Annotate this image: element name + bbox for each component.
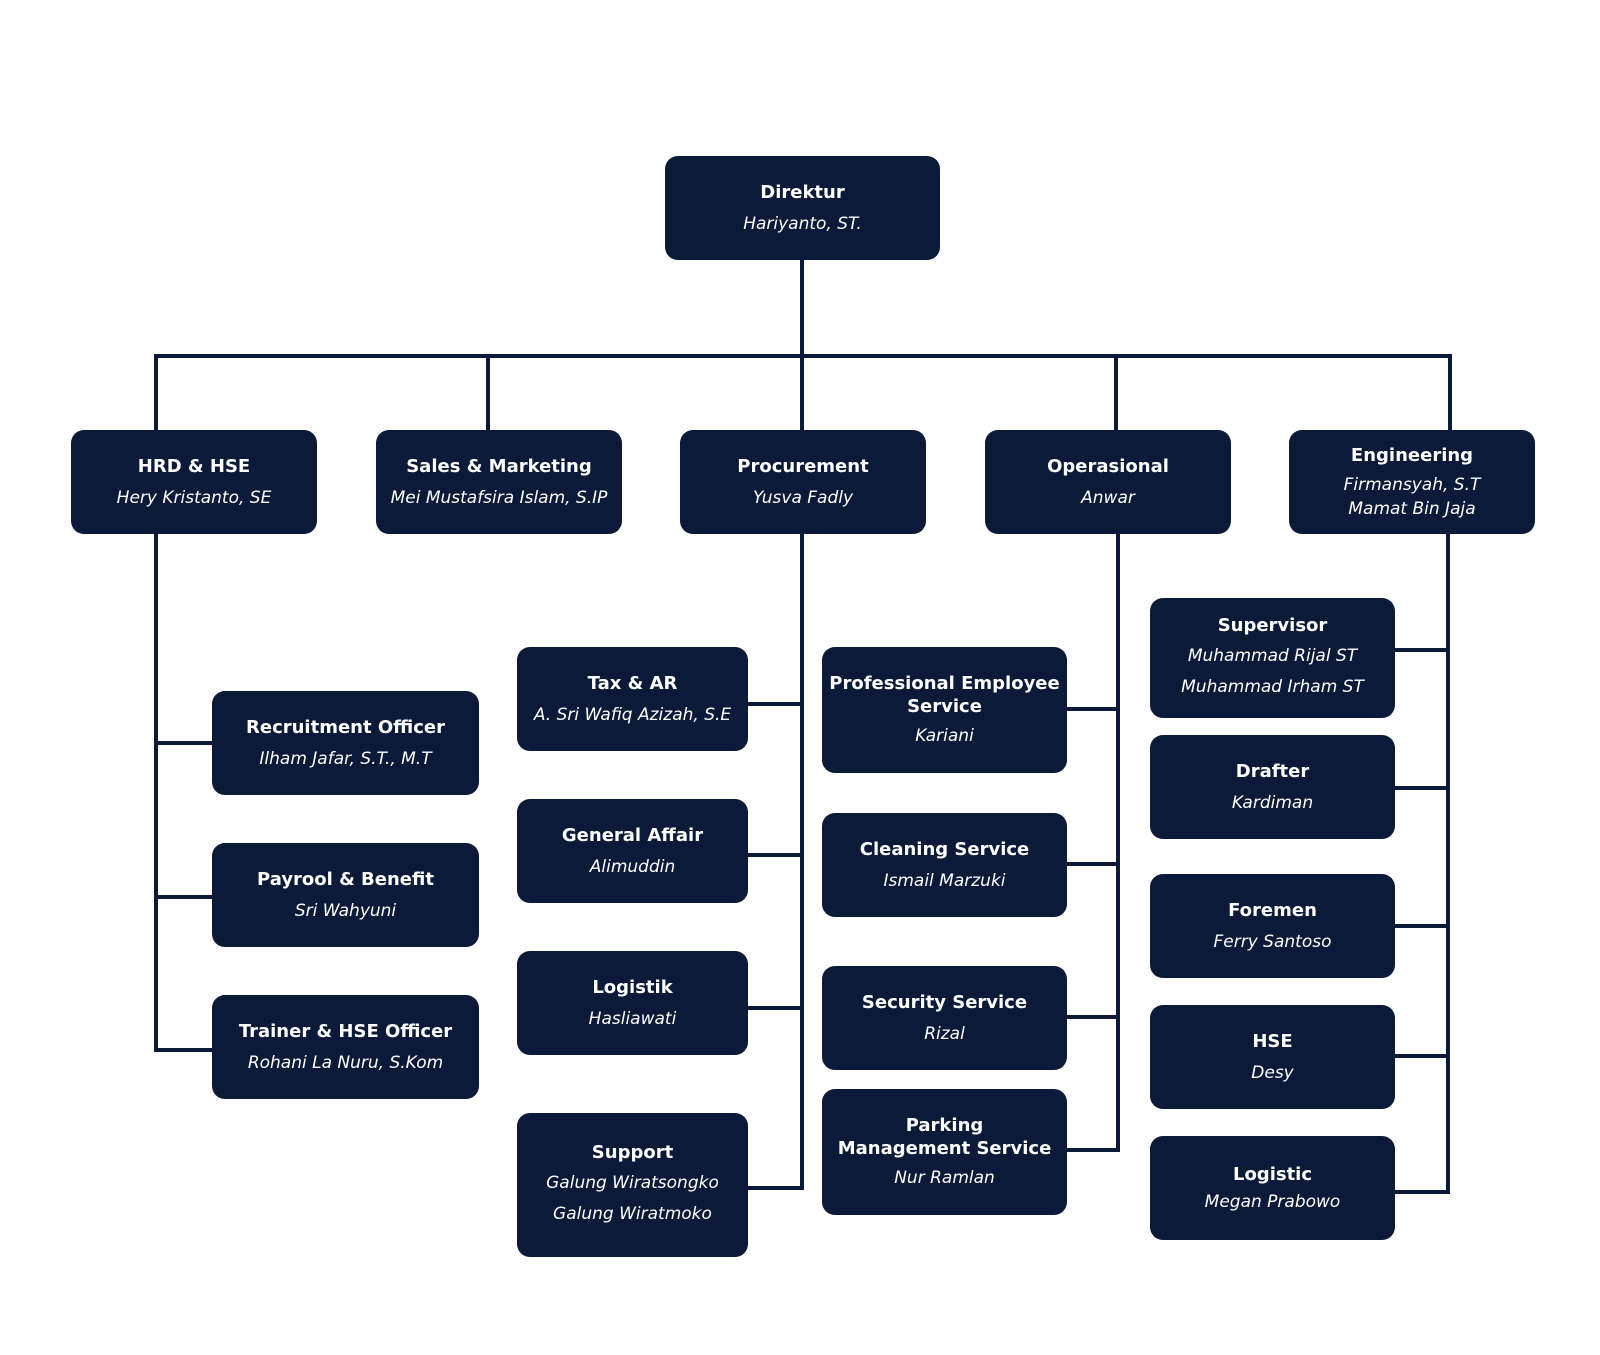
unit-title: Professional Employee Service bbox=[829, 673, 1060, 717]
dept-box-procurement: Procurement Yusva Fadly bbox=[680, 430, 926, 534]
dept-title: Operasional bbox=[1047, 455, 1169, 477]
dept-name: Mei Mustafsira Islam, S.IP bbox=[390, 487, 608, 508]
unit-names: A. Sri Wafiq Azizah, S.E bbox=[534, 703, 731, 727]
root-box-direktur: Direktur Hariyanto, ST. bbox=[665, 156, 940, 260]
unit-box-logistic: Logistic Megan Prabowo bbox=[1150, 1136, 1395, 1240]
unit-name: Rizal bbox=[924, 1023, 965, 1044]
dept-names: Mei Mustafsira Islam, S.IP bbox=[391, 486, 608, 510]
unit-names: Ferry Santoso bbox=[1214, 930, 1332, 954]
unit-box-hse: HSE Desy bbox=[1150, 1005, 1395, 1109]
dept-names: Yusva Fadly bbox=[753, 486, 853, 510]
root-name: Hariyanto, ST. bbox=[743, 213, 862, 234]
unit-name: Ferry Santoso bbox=[1213, 931, 1332, 952]
dept-box-hrd-hse: HRD & HSE Hery Kristanto, SE bbox=[71, 430, 317, 534]
dept-box-engineering: Engineering Firmansyah, S.T Mamat Bin Ja… bbox=[1289, 430, 1535, 534]
unit-box-professional-employee-service: Professional Employee Service Kariani bbox=[822, 647, 1067, 773]
unit-box-logistik: Logistik Hasliawati bbox=[517, 951, 748, 1055]
unit-box-recruitment-officer: Recruitment Officer Ilham Jafar, S.T., M… bbox=[212, 691, 479, 795]
unit-title: Cleaning Service bbox=[859, 838, 1030, 860]
unit-name: Muhammad Rijal ST bbox=[1187, 645, 1358, 666]
dept-title: Procurement bbox=[737, 455, 869, 477]
dept-names: Firmansyah, S.T Mamat Bin Jaja bbox=[1344, 473, 1481, 521]
unit-names: Ilham Jafar, S.T., M.T bbox=[259, 747, 431, 771]
dept-name: Mamat Bin Jaja bbox=[1348, 498, 1476, 519]
unit-name: Ismail Marzuki bbox=[883, 870, 1006, 891]
unit-name: A. Sri Wafiq Azizah, S.E bbox=[533, 704, 732, 725]
unit-name: Alimuddin bbox=[589, 856, 676, 877]
unit-names: Galung Wiratsongko Galung Wiratmoko bbox=[546, 1168, 719, 1230]
unit-title: Parking Management Service bbox=[837, 1115, 1052, 1159]
unit-box-parking-management-service: Parking Management Service Nur Ramlan bbox=[822, 1089, 1067, 1215]
unit-title: Support bbox=[591, 1141, 674, 1163]
unit-name: Rohani La Nuru, S.Kom bbox=[247, 1052, 444, 1073]
dept-names: Anwar bbox=[1081, 486, 1135, 510]
unit-names: Megan Prabowo bbox=[1205, 1190, 1341, 1214]
unit-name: Nur Ramlan bbox=[894, 1168, 995, 1188]
dept-name: Hery Kristanto, SE bbox=[116, 487, 272, 508]
unit-names: Nur Ramlan bbox=[894, 1166, 995, 1190]
unit-box-foremen: Foremen Ferry Santoso bbox=[1150, 874, 1395, 978]
unit-title: Logistic bbox=[1232, 1163, 1313, 1185]
unit-name: Megan Prabowo bbox=[1204, 1191, 1341, 1212]
dept-name: Anwar bbox=[1081, 487, 1135, 508]
dept-title: HRD & HSE bbox=[137, 455, 251, 477]
unit-box-security-service: Security Service Rizal bbox=[822, 966, 1067, 1070]
unit-names: Ismail Marzuki bbox=[883, 869, 1005, 893]
unit-title: Security Service bbox=[861, 991, 1028, 1013]
unit-names: Sri Wahyuni bbox=[295, 899, 396, 923]
dept-names: Hery Kristanto, SE bbox=[117, 486, 272, 510]
unit-box-tax-ar: Tax & AR A. Sri Wafiq Azizah, S.E bbox=[517, 647, 748, 751]
unit-box-drafter: Drafter Kardiman bbox=[1150, 735, 1395, 839]
unit-name: Sri Wahyuni bbox=[294, 900, 397, 921]
unit-box-supervisor: Supervisor Muhammad Rijal ST Muhammad Ir… bbox=[1150, 598, 1395, 718]
unit-name: Galung Wiratmoko bbox=[553, 1203, 712, 1224]
unit-name: Kardiman bbox=[1231, 792, 1314, 813]
unit-title: Logistik bbox=[592, 976, 673, 998]
unit-title: Tax & AR bbox=[587, 672, 678, 694]
unit-name: Desy bbox=[1251, 1062, 1294, 1083]
unit-title: Recruitment Officer bbox=[246, 716, 445, 738]
dept-name: Yusva Fadly bbox=[752, 487, 854, 508]
root-names: Hariyanto, ST. bbox=[743, 212, 862, 236]
unit-box-trainer-hse-officer: Trainer & HSE Officer Rohani La Nuru, S.… bbox=[212, 995, 479, 1099]
unit-title: Trainer & HSE Officer bbox=[238, 1020, 453, 1042]
dept-name: Firmansyah, S.T bbox=[1343, 474, 1481, 495]
unit-name: Hasliawati bbox=[588, 1008, 677, 1029]
unit-names: Rohani La Nuru, S.Kom bbox=[248, 1051, 443, 1075]
unit-box-cleaning-service: Cleaning Service Ismail Marzuki bbox=[822, 813, 1067, 917]
unit-name: Kariani bbox=[915, 726, 974, 746]
unit-box-payrool-benefit: Payrool & Benefit Sri Wahyuni bbox=[212, 843, 479, 947]
unit-title: General Affair bbox=[561, 824, 704, 846]
dept-box-operasional: Operasional Anwar bbox=[985, 430, 1231, 534]
unit-box-general-affair: General Affair Alimuddin bbox=[517, 799, 748, 903]
unit-name: Ilham Jafar, S.T., M.T bbox=[259, 748, 432, 769]
unit-names: Hasliawati bbox=[589, 1007, 677, 1031]
dept-box-sales-marketing: Sales & Marketing Mei Mustafsira Islam, … bbox=[376, 430, 622, 534]
root-title: Direktur bbox=[760, 181, 845, 203]
unit-title: Supervisor bbox=[1217, 614, 1328, 636]
unit-title: Foremen bbox=[1228, 899, 1317, 921]
unit-names: Alimuddin bbox=[590, 855, 676, 879]
unit-title: Payrool & Benefit bbox=[257, 868, 434, 890]
unit-name: Muhammad Irham ST bbox=[1181, 676, 1364, 697]
unit-name: Galung Wiratsongko bbox=[546, 1172, 719, 1193]
dept-title: Engineering bbox=[1350, 444, 1474, 466]
unit-names: Kardiman bbox=[1232, 791, 1313, 815]
dept-title: Sales & Marketing bbox=[406, 455, 592, 477]
unit-names: Rizal bbox=[924, 1022, 965, 1046]
unit-names: Kariani bbox=[915, 724, 974, 748]
unit-names: Muhammad Rijal ST Muhammad Irham ST bbox=[1181, 641, 1364, 703]
unit-names: Desy bbox=[1251, 1061, 1293, 1085]
unit-box-support: Support Galung Wiratsongko Galung Wiratm… bbox=[517, 1113, 748, 1257]
unit-title: Drafter bbox=[1235, 760, 1310, 782]
unit-title: HSE bbox=[1252, 1030, 1293, 1052]
